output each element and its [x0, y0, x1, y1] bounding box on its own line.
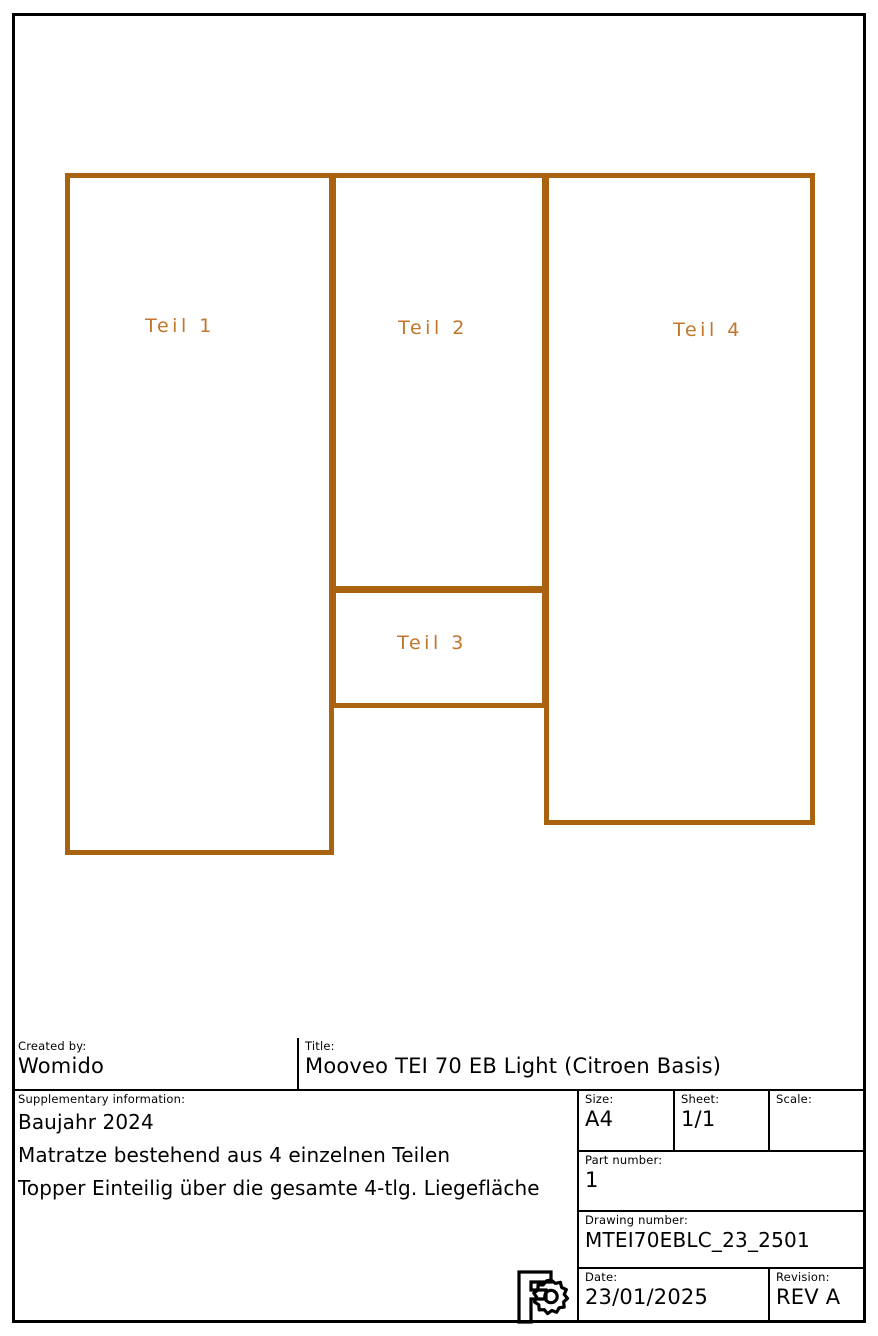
revision-value: REV A — [776, 1285, 841, 1309]
part-number-caption: Part number: — [585, 1153, 663, 1167]
part-rect-teil-1[interactable] — [65, 173, 334, 855]
supplementary-caption: Supplementary information: — [18, 1092, 186, 1106]
part-rect-teil-4[interactable] — [544, 173, 815, 825]
size-caption: Size: — [585, 1092, 614, 1106]
supplementary-line-3: Topper Einteilig über die gesamte 4-tlg.… — [18, 1176, 540, 1200]
sheet-frame — [12, 13, 866, 1323]
date-caption: Date: — [585, 1270, 618, 1284]
title-block-drawing-number-cell: Drawing number: MTEI70EBLC_23_2501 — [579, 1212, 866, 1269]
part-rect-teil-2[interactable] — [331, 173, 547, 591]
part-number-value: 1 — [585, 1168, 599, 1192]
title-block-sheet-cell: Sheet: 1/1 — [675, 1091, 770, 1152]
sheet-caption: Sheet: — [681, 1092, 720, 1106]
supplementary-line-1: Baujahr 2024 — [18, 1110, 154, 1134]
supplementary-line-2: Matratze bestehend aus 4 einzelnen Teile… — [18, 1143, 451, 1167]
title-block: Created by: Womido Title: Mooveo TEI 70 … — [12, 1038, 866, 1323]
part-label-teil-4: Teil 4 — [673, 319, 743, 341]
size-value: A4 — [585, 1107, 614, 1131]
part-label-teil-3: Teil 3 — [397, 632, 467, 654]
f-gear-logo-icon — [513, 1268, 575, 1326]
created-by-caption: Created by: — [18, 1039, 87, 1053]
title-block-part-number-cell: Part number: 1 — [579, 1152, 866, 1212]
title-block-created-by-cell: Created by: Womido — [12, 1038, 299, 1091]
drawing-number-value: MTEI70EBLC_23_2501 — [585, 1228, 810, 1252]
title-caption: Title: — [305, 1039, 335, 1053]
title-block-scale-cell: Scale: — [770, 1091, 866, 1152]
title-value: Mooveo TEI 70 EB Light (Citroen Basis) — [305, 1054, 722, 1078]
title-block-revision-cell: Revision: REV A — [770, 1269, 866, 1323]
part-label-teil-2: Teil 2 — [398, 317, 468, 339]
drawing-number-caption: Drawing number: — [585, 1213, 689, 1227]
title-block-supplementary-cell: Supplementary information: Baujahr 2024 … — [12, 1091, 579, 1323]
sheet-value: 1/1 — [681, 1107, 716, 1131]
part-label-teil-1: Teil 1 — [145, 315, 215, 337]
title-block-date-cell: Date: 23/01/2025 — [579, 1269, 770, 1323]
drawing-area: Teil 1 Teil 2 Teil 3 Teil 4 — [65, 173, 815, 855]
date-value: 23/01/2025 — [585, 1285, 709, 1309]
created-by-value: Womido — [18, 1054, 105, 1078]
title-block-title-cell: Title: Mooveo TEI 70 EB Light (Citroen B… — [299, 1038, 866, 1091]
revision-caption: Revision: — [776, 1270, 830, 1284]
scale-caption: Scale: — [776, 1092, 813, 1106]
title-block-size-cell: Size: A4 — [579, 1091, 675, 1152]
